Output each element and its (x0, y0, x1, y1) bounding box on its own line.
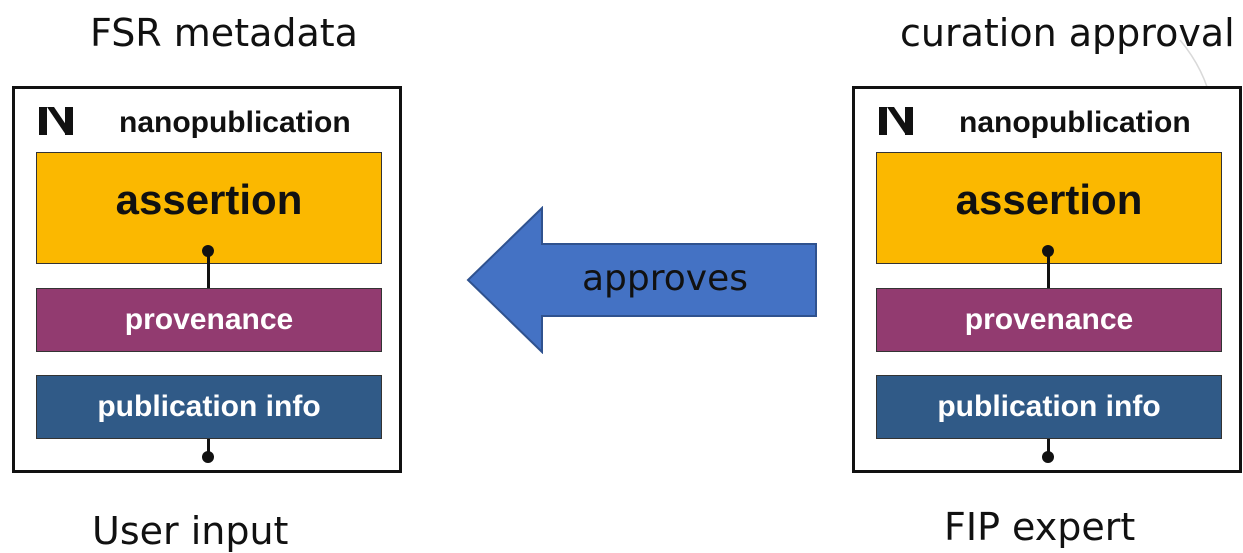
nanopub-title: nanopublication (959, 106, 1191, 139)
connector-line (207, 251, 210, 289)
provenance-block: provenance (36, 288, 382, 352)
left-bottom-caption: User input (92, 509, 289, 553)
connector-dot (1042, 451, 1054, 463)
arrow-label: approves (582, 258, 749, 299)
nanopub-logo-icon (879, 107, 913, 135)
connector-dot (202, 451, 214, 463)
publication-info-block: publication info (876, 375, 1222, 439)
left-nanopublication: nanopublication assertion provenance pub… (12, 86, 402, 473)
connector-line (207, 439, 210, 457)
connector-line (1047, 439, 1050, 457)
left-top-caption: FSR metadata (90, 11, 358, 55)
provenance-block: provenance (876, 288, 1222, 352)
publication-info-block: publication info (36, 375, 382, 439)
right-top-caption: curation approval (900, 11, 1235, 55)
right-bottom-caption: FIP expert (944, 505, 1136, 549)
nanopub-logo-icon (39, 107, 73, 135)
connector-line (1047, 251, 1050, 289)
approves-arrow (466, 206, 817, 354)
right-nanopublication: nanopublication assertion provenance pub… (852, 86, 1242, 473)
nanopub-title: nanopublication (119, 106, 351, 139)
